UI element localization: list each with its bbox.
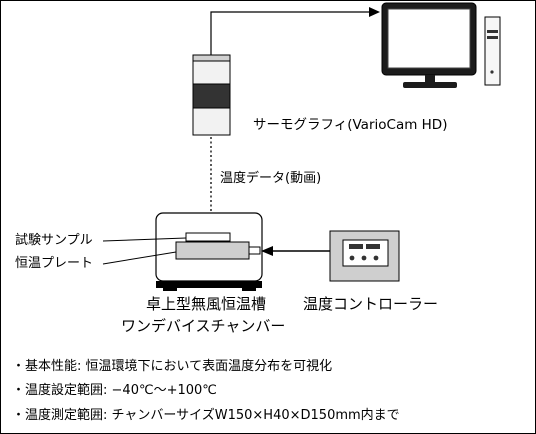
spec-row-measurement-range: ・温度測定範囲: チャンバーサイズW150×H40×D150mm内まで bbox=[12, 409, 400, 422]
camera-cable bbox=[210, 11, 370, 55]
chamber-name-line1: 卓上型無風恒温槽 bbox=[146, 295, 267, 313]
spec-row-setting-range: ・温度設定範囲: −40℃〜+100℃ bbox=[12, 384, 217, 397]
temperature-data-label: 温度データ(動画) bbox=[220, 171, 322, 186]
computer-tower bbox=[484, 16, 501, 86]
thermal-camera bbox=[192, 54, 231, 136]
spec-value: −40℃〜+100℃ bbox=[111, 383, 217, 398]
spec-item: ・基本性能: bbox=[12, 359, 82, 374]
spec-value: 恒温環境下において表面温度分布を可視化 bbox=[85, 359, 333, 374]
computer-monitor bbox=[381, 2, 477, 88]
plate-leader bbox=[102, 251, 177, 265]
spec-value: チャンバーサイズW150×H40×D150mm内まで bbox=[111, 408, 400, 423]
chamber-name-line2: ワンデバイスチャンバー bbox=[121, 317, 286, 335]
temperature-controller bbox=[329, 230, 400, 282]
control-arrowhead bbox=[261, 246, 273, 256]
test-sample-label: 試験サンプル bbox=[15, 233, 93, 248]
thermography-label: サーモグラフィ(VarioCam HD) bbox=[253, 117, 448, 133]
spec-row-performance: ・基本性能: 恒温環境下において表面温度分布を可視化 bbox=[12, 360, 332, 373]
chamber bbox=[155, 212, 263, 291]
spec-item: ・温度設定範囲: bbox=[12, 383, 108, 398]
thermostatic-plate-label: 恒温プレート bbox=[15, 256, 94, 271]
controller-label: 温度コントローラー bbox=[303, 295, 439, 313]
test-sample-leader bbox=[102, 237, 187, 242]
cable-arrowhead bbox=[369, 7, 380, 17]
spec-item: ・温度測定範囲: bbox=[12, 408, 108, 423]
